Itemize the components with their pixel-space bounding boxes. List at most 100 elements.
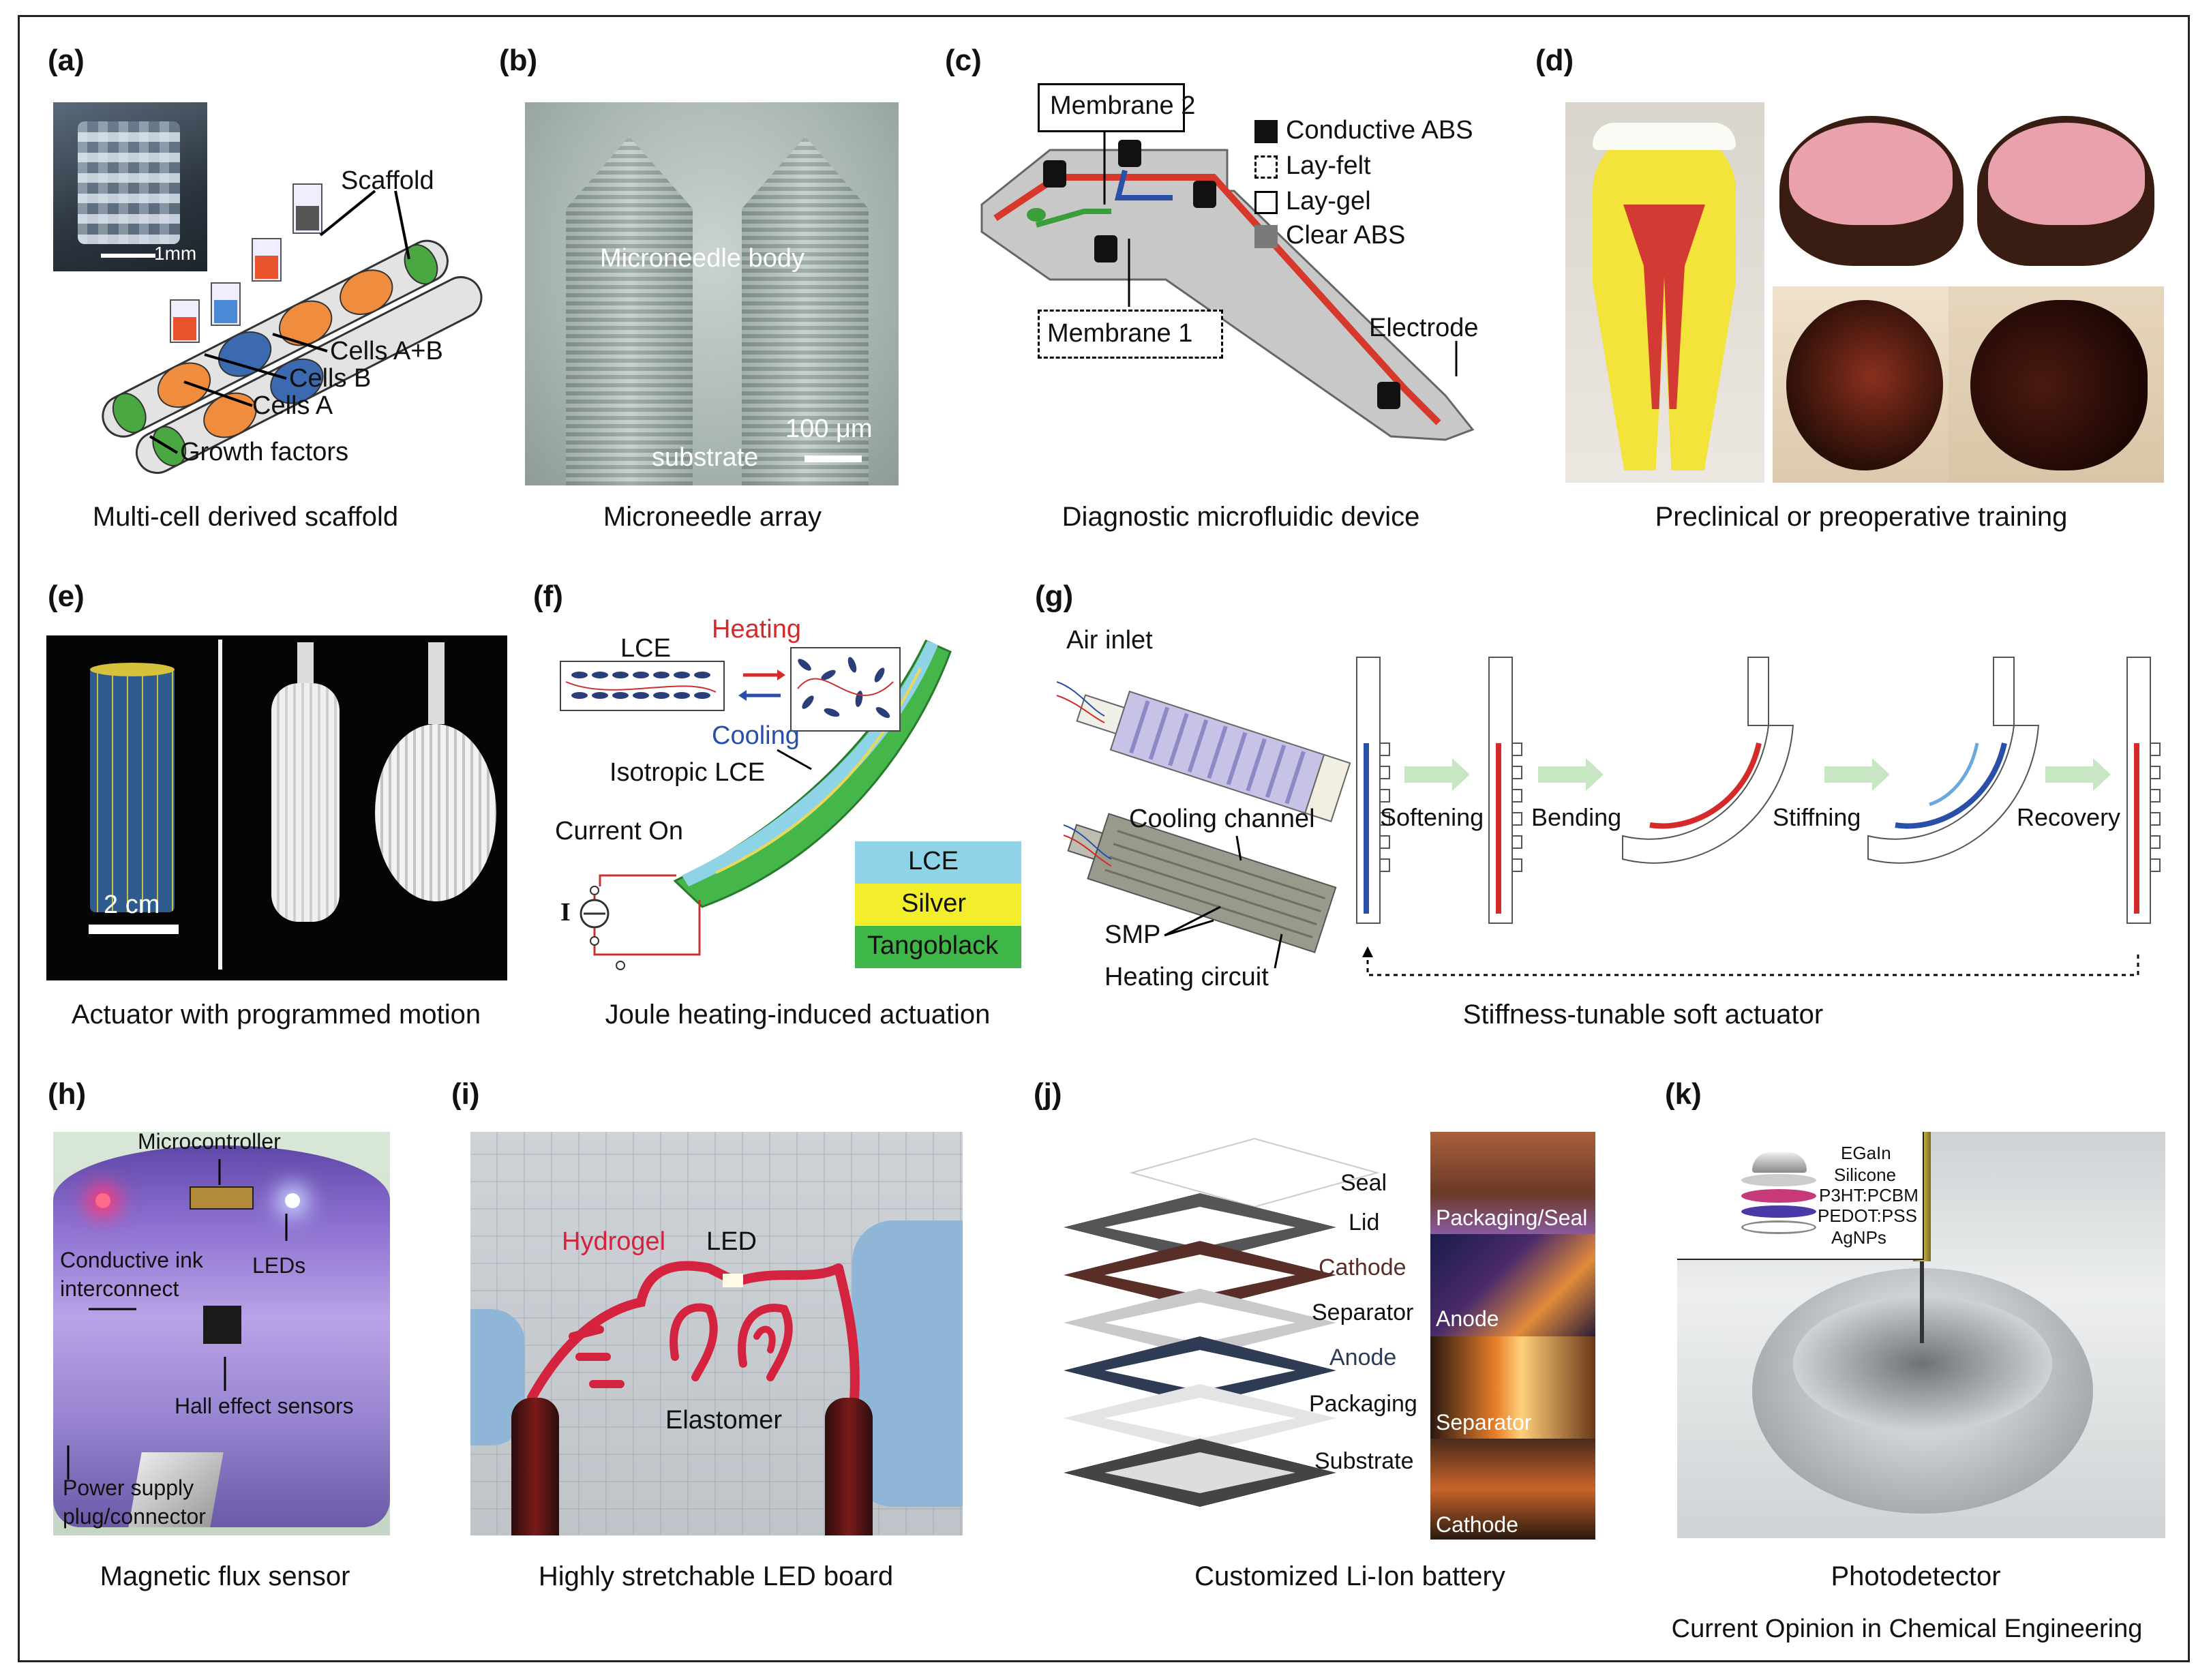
label-cells-b: Cells B <box>289 364 372 393</box>
label-membrane-1: Membrane 1 <box>1047 319 1193 348</box>
scale-bar <box>89 925 179 934</box>
membrane-2-box <box>1038 83 1185 132</box>
layer-silver <box>855 884 1021 926</box>
alligator-clip-left <box>511 1398 559 1535</box>
label-isotropic-lce: Isotropic LCE <box>610 758 766 787</box>
microfluidic-device <box>980 140 1475 441</box>
photo-label-packaging: Packaging/Seal <box>1436 1205 1588 1230</box>
label-scale: 2 cm <box>104 890 160 919</box>
photo-label-separator: Separator <box>1436 1410 1532 1435</box>
actuator-tube <box>90 667 175 912</box>
photo-label-cathode: Cathode <box>1436 1512 1518 1537</box>
scaffold-cube <box>78 121 180 244</box>
layer-label-tangoblack: Tangoblack <box>867 931 999 960</box>
label-cells-ab: Cells A+B <box>330 337 443 365</box>
actuator-photo <box>46 635 507 980</box>
legend-lay-gel: Lay-gel <box>1286 187 1371 215</box>
label-scaffold: Scaffold <box>341 166 434 195</box>
stack-pedot-pss: PEDOT:PSS <box>1818 1205 1917 1226</box>
stack-egain: EGaIn <box>1841 1143 1891 1163</box>
actuator-connector <box>297 642 314 683</box>
actuator-connector-2 <box>428 642 445 724</box>
microneedle-photo <box>525 102 899 485</box>
brain-right <box>1988 123 2145 225</box>
figure-frame <box>18 15 2190 1662</box>
label-hall-sensors: Hall effect sensors <box>175 1394 354 1418</box>
layer-label-lce: LCE <box>908 847 959 875</box>
step-bending: Bending <box>1531 803 1622 831</box>
silicone-layer <box>1741 1174 1816 1186</box>
tooth-enamel <box>1593 123 1736 150</box>
panel-label-h: (h) <box>48 1077 87 1111</box>
step-recovery: Recovery <box>2017 803 2121 831</box>
alligator-clip-right <box>825 1398 873 1535</box>
led-board-photo <box>470 1132 963 1535</box>
led-light <box>95 1193 110 1208</box>
hall-sensor-chip <box>203 1306 241 1344</box>
membrane-1-box <box>1038 310 1223 359</box>
label-electrode: Electrode <box>1369 314 1479 342</box>
label-substrate: substrate <box>652 443 759 472</box>
label-led: LED <box>706 1227 757 1256</box>
label-cooling-channel: Cooling channel <box>1129 805 1315 833</box>
panel-label-d: (d) <box>1535 44 1574 77</box>
label-microneedle-body: Microneedle body <box>600 244 804 273</box>
layer-anode: Anode <box>1329 1345 1397 1370</box>
label-cells-a: Cells A <box>252 391 333 420</box>
microneedle-left <box>566 136 693 485</box>
label-hydrogel: Hydrogel <box>562 1227 666 1256</box>
legend-swatch-conductive-abs <box>1254 120 1278 143</box>
layer-seal: Seal <box>1340 1170 1387 1196</box>
label-plug-connector: plug/connector <box>63 1504 206 1529</box>
legend-conductive-abs: Conductive ABS <box>1286 116 1473 145</box>
caption-e: Actuator with programmed motion <box>71 1000 481 1030</box>
panel-label-f: (f) <box>533 580 563 613</box>
caption-g: Stiffness-tunable soft actuator <box>1462 1000 1824 1030</box>
panel-label-i: (i) <box>451 1077 480 1111</box>
scale-bar <box>101 254 155 258</box>
flux-sensor-photo <box>53 1132 390 1535</box>
caption-i: Highly stretchable LED board <box>538 1561 894 1591</box>
divider <box>218 640 222 970</box>
scale-bar <box>804 455 862 462</box>
panel-label-c: (c) <box>945 44 982 77</box>
label-elastomer: Elastomer <box>665 1406 783 1435</box>
head-model-side <box>1970 300 2148 470</box>
needle-tip <box>1920 1261 1924 1343</box>
label-interconnect: interconnect <box>60 1276 179 1301</box>
legend-clear-abs: Clear ABS <box>1286 221 1406 250</box>
panel-label-e: (e) <box>48 580 85 613</box>
scaffold-photo <box>53 102 207 271</box>
scaffold-diagram <box>102 183 483 475</box>
label-membrane-2: Membrane 2 <box>1050 91 1196 120</box>
actuator-tube-top <box>90 663 175 676</box>
photo-separator <box>1430 1336 1595 1439</box>
panel-label-a: (a) <box>48 44 85 77</box>
led-light <box>285 1193 300 1208</box>
pedot-layer <box>1741 1205 1816 1218</box>
label-leds: LEDs <box>252 1253 306 1278</box>
actuator-straight <box>271 683 340 922</box>
photo-cathode <box>1430 1439 1595 1540</box>
battery-photos <box>1430 1132 1595 1540</box>
label-scale: 100 μm <box>785 415 873 443</box>
microcontroller-chip <box>190 1186 254 1210</box>
photo-anode <box>1430 1234 1595 1336</box>
panel-label-g: (g) <box>1035 580 1074 613</box>
layer-lid: Lid <box>1349 1210 1380 1235</box>
tooth-model-photo <box>1565 102 1764 483</box>
photo-label-anode: Anode <box>1436 1306 1499 1331</box>
legend-swatch-lay-felt <box>1254 155 1278 179</box>
skull-section-photo <box>1773 102 2164 280</box>
panel-label-k: (k) <box>1665 1077 1702 1111</box>
label-heating-circuit: Heating circuit <box>1104 963 1269 991</box>
panel-label-j: (j) <box>1034 1077 1062 1111</box>
label-heating: Heating <box>712 615 801 644</box>
scale-label: 1mm <box>154 243 197 264</box>
label-air-inlet: Air inlet <box>1066 626 1153 655</box>
journal-credit: Current Opinion in Chemical Engineering <box>1671 1615 2143 1643</box>
caption-a: Multi-cell derived scaffold <box>92 502 399 532</box>
legend-swatch-lay-gel <box>1254 191 1278 214</box>
